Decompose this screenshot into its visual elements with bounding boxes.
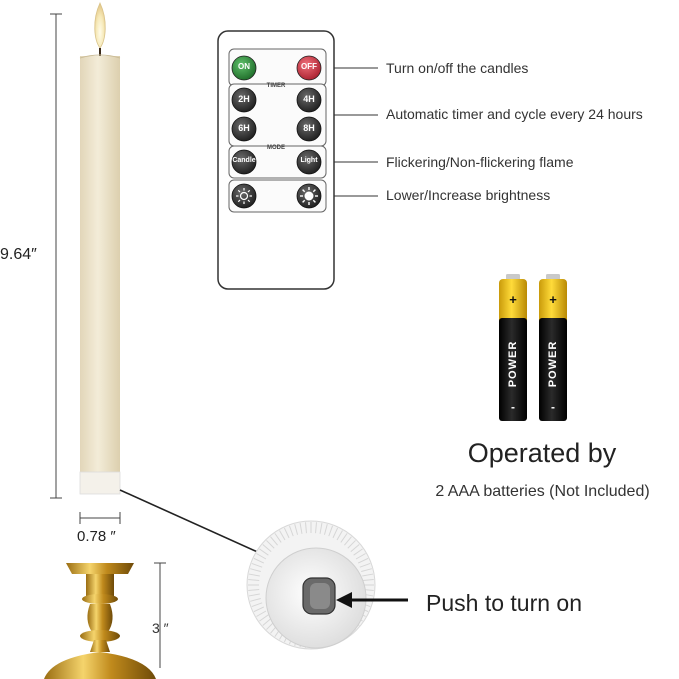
- timer-8h-button: [296, 116, 322, 142]
- timer-4h-button: [296, 87, 322, 113]
- taper-candle: [79, 2, 121, 495]
- arrow-left-icon: [336, 592, 352, 608]
- candle-bottom-switch: [246, 520, 408, 650]
- brass-candle-holder: [44, 563, 156, 679]
- height-label: 9.64″: [0, 246, 37, 263]
- timer-8h-label: 8H: [303, 123, 315, 133]
- off-button-label: OFF: [301, 62, 317, 71]
- diameter-dimension-line: [79, 512, 121, 524]
- sun-dim-icon: [236, 188, 252, 204]
- on-button-label: ON: [238, 62, 250, 71]
- callout-power: Turn on/off the candles: [386, 60, 529, 76]
- battery-left-brand: POWER: [507, 340, 519, 388]
- push-to-turn-on-label: Push to turn on: [426, 590, 582, 616]
- holder-height-label: 3 ″: [152, 620, 169, 636]
- timer-2h-label: 2H: [238, 94, 250, 104]
- battery-note: 2 AAA batteries (Not Included): [435, 483, 650, 500]
- light-mode-label: Light: [300, 157, 318, 164]
- timer-4h-label: 4H: [303, 94, 315, 104]
- diameter-label: 0.78 ″: [77, 528, 116, 545]
- callout-mode: Flickering/Non-flickering flame: [386, 154, 574, 170]
- remote-control: [217, 30, 335, 290]
- callout-lines: [334, 67, 378, 197]
- candle-body: [80, 56, 120, 472]
- on-button: [231, 55, 257, 81]
- callout-brightness: Lower/Increase brightness: [386, 187, 551, 203]
- battery-left-minus: -: [511, 400, 515, 414]
- switch-connector-line: [119, 489, 263, 555]
- holder-dimension-line: [154, 562, 166, 668]
- battery-right-plus: +: [549, 292, 557, 307]
- candle-base-cap: [79, 471, 121, 495]
- aaa-battery-right: [539, 274, 567, 421]
- mode-label: MODE: [267, 145, 285, 151]
- timer-6h-button: [231, 116, 257, 142]
- timer-label: TIMER: [266, 83, 286, 89]
- timer-2h-button: [231, 87, 257, 113]
- candle-mode-button: [231, 149, 257, 175]
- flame-icon: [94, 2, 106, 49]
- brightness-down-button: [231, 183, 257, 209]
- candle-mode-label: Candle: [232, 157, 256, 164]
- off-button: [296, 55, 322, 81]
- sun-bright-icon: [300, 187, 318, 205]
- callout-timer: Automatic timer and cycle every 24 hours: [386, 106, 643, 122]
- timer-6h-label: 6H: [238, 123, 250, 133]
- operated-by-heading: Operated by: [467, 438, 617, 468]
- battery-left-plus: +: [509, 292, 517, 307]
- aaa-battery-left: [499, 274, 527, 421]
- battery-right-minus: -: [551, 400, 555, 414]
- height-dimension-line: [50, 13, 62, 499]
- light-mode-button: [296, 149, 322, 175]
- battery-right-brand: POWER: [547, 340, 559, 388]
